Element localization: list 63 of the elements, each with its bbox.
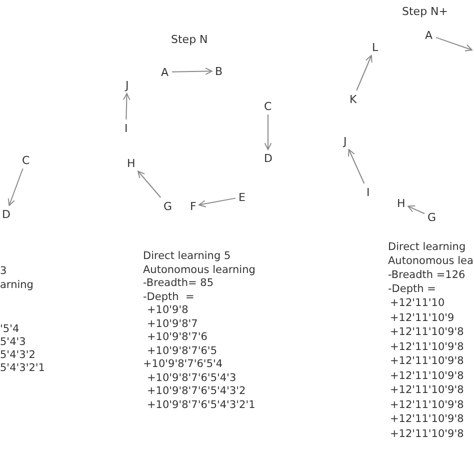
- depth-sequence: +12'11'10'9'8: [390, 413, 464, 426]
- depth-sequence: 5'4'3'2'1: [0, 362, 45, 375]
- depth-sequence: +10'9'8'7'6'5'4'3'2'1: [147, 398, 256, 412]
- depth-sequence: +12'11'10'9'8: [390, 398, 464, 412]
- step-letter: H: [127, 156, 136, 170]
- depth-sequence: +10'9'8: [147, 304, 188, 317]
- step-letter: I: [124, 122, 128, 134]
- result-text: -Breadth= 85: [143, 277, 214, 290]
- result-text: -Breadth =126: [388, 269, 466, 282]
- depth-sequence: +12'11'10'9'8: [390, 370, 464, 382]
- arrow: [348, 149, 365, 184]
- depth-sequence: 5'4'3: [0, 336, 26, 349]
- result-text: Direct learning: [388, 241, 466, 254]
- depth-sequence: +12'11'10: [390, 297, 445, 310]
- result-text: 3: [0, 265, 7, 278]
- step-letter: A: [425, 28, 433, 42]
- step-letter: L: [372, 40, 378, 54]
- arrow: [264, 114, 272, 150]
- depth-sequence: +12'11'10'9'8: [390, 355, 464, 368]
- step-letter: D: [2, 208, 10, 220]
- step-heading: Step N+: [402, 5, 448, 18]
- step-letter: H: [397, 196, 406, 210]
- step-letter: G: [428, 210, 436, 224]
- depth-sequence: +12'11'10'9'8: [390, 326, 464, 339]
- arrow: [408, 205, 425, 214]
- depth-sequence: +12'11'10'9: [390, 312, 454, 324]
- arrow: [172, 68, 212, 75]
- step-letter: C: [264, 100, 272, 112]
- arrow: [436, 36, 472, 52]
- depth-sequence: +12'11'10'9'8: [390, 384, 464, 397]
- step-letter: G: [164, 200, 172, 212]
- depth-sequence: +10'9'8'7'6'5'4'3: [147, 372, 236, 384]
- result-text: arning: [0, 279, 34, 292]
- depth-sequence: +10'9'8'7'6'5'4: [143, 358, 223, 371]
- arrow: [8, 168, 24, 206]
- step-letter: E: [238, 190, 246, 204]
- step-letter: J: [126, 78, 129, 92]
- result-text: -Depth =: [388, 283, 436, 296]
- step-letter: J: [344, 134, 347, 148]
- step-letter: K: [350, 92, 357, 106]
- arrow: [122, 93, 130, 120]
- depth-sequence: +12'11'10'9'8: [390, 340, 464, 354]
- step-letter: F: [190, 200, 196, 212]
- result-text: Direct learning 5: [143, 250, 231, 263]
- arrow: [356, 55, 372, 91]
- result-text: Autonomous lea: [388, 255, 474, 268]
- depth-sequence: +10'9'8'7: [147, 318, 198, 330]
- arrow: [138, 170, 162, 198]
- arrow: [198, 198, 236, 208]
- step-letter: D: [264, 152, 272, 164]
- step-letter: A: [161, 66, 169, 78]
- depth-sequence: +10'9'8'7'6: [147, 331, 208, 344]
- depth-sequence: +12'11'10'9'8: [390, 428, 464, 440]
- result-text: Autonomous learning: [143, 264, 256, 276]
- result-text: -Depth =: [143, 290, 194, 304]
- step-heading: Step N: [171, 33, 208, 46]
- step-letter: C: [22, 154, 30, 166]
- depth-sequence: +10'9'8'7'6'5'4'3'2: [147, 385, 246, 398]
- step-letter: B: [215, 64, 223, 78]
- depth-sequence: 5'4'3'2: [0, 349, 36, 362]
- depth-sequence: '5'4: [0, 323, 20, 336]
- step-letter: I: [366, 186, 370, 198]
- depth-sequence: +10'9'8'7'6'5: [147, 344, 217, 358]
